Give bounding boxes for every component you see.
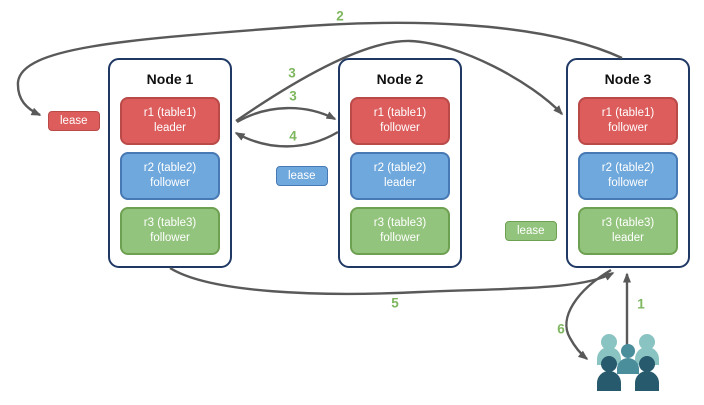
step-6-label: 6: [557, 321, 565, 337]
replica-role: follower: [608, 177, 648, 189]
replica-role: follower: [608, 122, 648, 134]
node-1-title: Node 1: [146, 71, 194, 87]
replica-role: follower: [150, 232, 190, 244]
replica-role: follower: [380, 232, 420, 244]
node3-replica-r1: r1 (table1) follower: [578, 97, 678, 145]
replica-name: r3 (table3): [601, 217, 655, 230]
replica-name: r1 (table1): [601, 107, 655, 120]
replica-name: r3 (table3): [143, 217, 197, 230]
replica-name: r2 (table2): [143, 162, 197, 175]
node-3: Node 3 r1 (table1) follower r2 (table2) …: [566, 58, 690, 268]
step-5-label: 5: [391, 295, 399, 311]
node3-replica-r2: r2 (table2) follower: [578, 152, 678, 200]
step-1-label: 1: [637, 296, 645, 312]
step-3a-label: 3: [288, 65, 296, 81]
arrow-5-node1-to-node3: [169, 266, 615, 296]
lease-label-table2: lease: [276, 166, 328, 186]
users-group-icon: [597, 334, 659, 391]
step-4-label: 4: [289, 128, 297, 144]
node1-replica-r1: r1 (table1) leader: [120, 97, 220, 145]
replica-name: r3 (table3): [373, 217, 427, 230]
step-2-label: 2: [336, 8, 344, 24]
node-2: Node 2 r1 (table1) follower r2 (table2) …: [338, 58, 462, 268]
node2-replica-r1: r1 (table1) follower: [350, 97, 450, 145]
node-2-title: Node 2: [376, 71, 424, 87]
lease-label-table3: lease: [505, 221, 557, 241]
replica-role: follower: [380, 122, 420, 134]
node1-replica-r3: r3 (table3) follower: [120, 207, 220, 255]
arrow-4-node2-to-node1: [234, 130, 339, 148]
step-3b-label: 3: [289, 88, 297, 104]
replica-name: r2 (table2): [601, 162, 655, 175]
node3-replica-r3: r3 (table3) leader: [578, 207, 678, 255]
replica-name: r1 (table1): [373, 107, 427, 120]
replica-role: leader: [384, 177, 416, 189]
replica-role: follower: [150, 177, 190, 189]
replica-role: leader: [612, 232, 644, 244]
node2-replica-r2: r2 (table2) leader: [350, 152, 450, 200]
replica-name: r1 (table1): [143, 107, 197, 120]
replica-role: leader: [154, 122, 186, 134]
replica-name: r2 (table2): [373, 162, 427, 175]
node-3-title: Node 3: [604, 71, 652, 87]
node2-replica-r3: r3 (table3) follower: [350, 207, 450, 255]
node1-replica-r2: r2 (table2) follower: [120, 152, 220, 200]
node-1: Node 1 r1 (table1) leader r2 (table2) fo…: [108, 58, 232, 268]
arrow-3-node1-to-node2: [236, 106, 337, 124]
lease-label-table1: lease: [48, 111, 100, 131]
